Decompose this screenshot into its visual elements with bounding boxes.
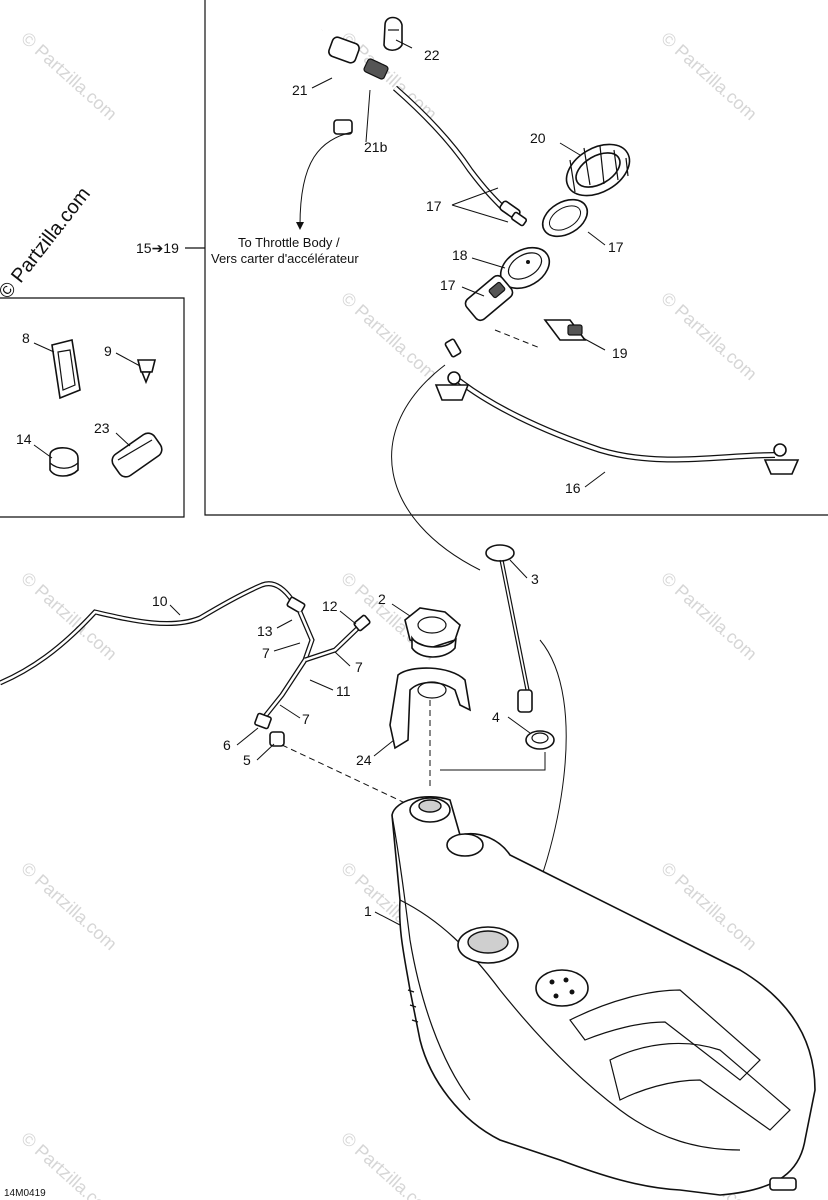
callout-16: 16 xyxy=(565,480,581,496)
callout-10: 10 xyxy=(152,593,168,609)
watermark: © Partzilla.com xyxy=(657,288,761,384)
fitting-5 xyxy=(269,731,285,747)
watermark: © Partzilla.com xyxy=(337,288,441,384)
callout-7: 7 xyxy=(262,645,270,661)
lock-ring-20 xyxy=(565,143,631,197)
callout-labels: 22 21 21b 20 17 17 18 17 19 16 15➔19 To … xyxy=(4,47,628,1199)
callout-12: 12 xyxy=(322,598,338,614)
catalog-code: 14M0419 xyxy=(4,1188,46,1199)
watermark: © Partzilla.com xyxy=(17,28,121,124)
callout-7: 7 xyxy=(302,711,310,727)
callout-13: 13 xyxy=(257,623,273,639)
callout-7: 7 xyxy=(355,659,363,675)
callout-21: 21 xyxy=(292,82,308,98)
guide-arc xyxy=(391,364,481,571)
callout-17: 17 xyxy=(426,198,442,214)
callout-24: 24 xyxy=(356,752,372,768)
callout-21b: 21b xyxy=(364,139,388,155)
callout-2: 2 xyxy=(378,591,386,607)
inset-box: © Partzilla.com xyxy=(0,183,185,518)
callout-8: 8 xyxy=(22,330,30,346)
fuel-tank-1 xyxy=(391,796,816,1196)
watermark: © Partzilla.com xyxy=(657,28,761,124)
callout-1: 1 xyxy=(364,903,372,919)
throttle-arrow xyxy=(299,131,353,226)
gasket-17 xyxy=(541,198,589,238)
watermark: © Partzilla.com xyxy=(337,1128,441,1200)
range-label: 15➔19 xyxy=(136,240,179,256)
callout-4: 4 xyxy=(492,709,500,725)
fuel-hose xyxy=(393,85,528,227)
callout-6: 6 xyxy=(223,737,231,753)
watermark: © Partzilla.com xyxy=(657,568,761,664)
callout-leaders xyxy=(33,39,606,926)
callout-3: 3 xyxy=(531,571,539,587)
fuel-cap-2 xyxy=(404,607,461,658)
callout-20: 20 xyxy=(530,130,546,146)
callout-14: 14 xyxy=(16,431,32,447)
guide-line xyxy=(440,752,546,771)
grommet-4 xyxy=(525,730,555,750)
hose-16 xyxy=(434,371,800,475)
connector-13 xyxy=(286,596,306,614)
part-8 xyxy=(51,339,81,400)
bracket-24 xyxy=(389,667,472,750)
dashed-guide xyxy=(281,744,421,811)
fuel-line-21 xyxy=(319,29,389,135)
watermark: © Partzilla.com xyxy=(17,858,121,954)
inset-watermark: © Partzilla.com xyxy=(0,183,95,303)
callout-18: 18 xyxy=(452,247,468,263)
callout-22: 22 xyxy=(424,47,440,63)
callout-17: 17 xyxy=(608,239,624,255)
hose-assembly-11 xyxy=(254,611,371,730)
callout-9: 9 xyxy=(104,343,112,359)
upper-detail-frame xyxy=(185,0,828,516)
part-9 xyxy=(136,359,157,385)
sensor-19 xyxy=(494,319,587,349)
throttle-note-line2: Vers carter d'accélérateur xyxy=(211,251,359,266)
callout-19: 19 xyxy=(612,345,628,361)
callout-17: 17 xyxy=(440,277,456,293)
part-14 xyxy=(49,447,79,477)
part-23 xyxy=(111,432,163,478)
callout-5: 5 xyxy=(243,752,251,768)
callout-11: 11 xyxy=(336,683,351,699)
sender-3 xyxy=(485,544,533,713)
throttle-note-line1: To Throttle Body / xyxy=(238,235,340,250)
callout-23: 23 xyxy=(94,420,110,436)
fuel-pump-17 xyxy=(444,274,514,358)
clip-22 xyxy=(383,16,403,52)
